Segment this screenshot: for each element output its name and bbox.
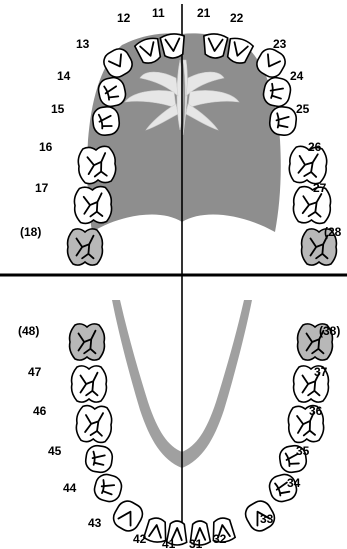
tooth-label-33: 33: [260, 512, 274, 526]
tooth-label-17: 17: [35, 181, 49, 195]
tooth-label-22: 22: [230, 11, 244, 25]
tooth-label-25: 25: [296, 102, 310, 116]
tooth-crown: [68, 229, 103, 265]
tooth-label-48: (48): [18, 324, 39, 338]
tooth-16[interactable]: [77, 146, 116, 185]
tooth-47[interactable]: [72, 366, 107, 402]
tooth-21[interactable]: [202, 33, 228, 59]
tooth-label-14: 14: [57, 69, 71, 83]
tooth-crown: [77, 146, 116, 185]
tooth-label-18: (18): [20, 225, 41, 239]
tooth-label-28: (28: [324, 225, 342, 239]
tooth-45[interactable]: [84, 444, 113, 473]
tooth-label-34: 34: [287, 476, 301, 490]
tooth-label-16: 16: [39, 140, 53, 154]
tooth-17[interactable]: [74, 186, 112, 224]
tooth-25[interactable]: [269, 106, 298, 137]
tooth-label-35: 35: [296, 444, 310, 458]
tooth-crown: [92, 106, 121, 137]
tooth-crown: [72, 366, 107, 402]
tooth-crown: [76, 405, 113, 443]
tooth-crown: [92, 472, 124, 504]
tooth-label-26: 26: [308, 140, 322, 154]
tooth-15[interactable]: [92, 106, 121, 137]
tooth-label-31: 31: [189, 537, 203, 549]
tooth-46[interactable]: [76, 405, 113, 443]
tooth-label-42: 42: [133, 532, 147, 546]
tooth-label-46: 46: [33, 404, 47, 418]
tooth-label-47: 47: [28, 365, 42, 379]
tooth-label-32: 32: [213, 532, 227, 546]
tooth-label-24: 24: [290, 69, 304, 83]
tooth-43[interactable]: [110, 497, 147, 534]
tooth-label-15: 15: [51, 102, 65, 116]
tooth-label-45: 45: [48, 444, 62, 458]
tooth-label-12: 12: [117, 11, 131, 25]
tooth-label-36: 36: [309, 404, 323, 418]
tooth-label-23: 23: [273, 37, 287, 51]
tooth-crown: [110, 497, 147, 534]
tooth-label-43: 43: [88, 516, 102, 530]
tooth-crown: [70, 324, 105, 360]
tooth-48[interactable]: [70, 324, 105, 360]
tooth-crown: [269, 106, 298, 137]
tooth-44[interactable]: [92, 472, 124, 504]
tooth-label-41: 41: [162, 537, 176, 549]
tooth-label-27: 27: [313, 181, 327, 195]
tooth-label-21: 21: [197, 6, 211, 20]
tooth-label-44: 44: [63, 481, 77, 495]
tooth-crown: [160, 33, 186, 59]
tooth-label-11: 11: [152, 6, 165, 20]
tooth-crown: [202, 33, 228, 59]
tooth-label-13: 13: [76, 37, 90, 51]
tooth-crown: [74, 186, 112, 224]
tooth-label-38: (38): [319, 324, 340, 338]
tooth-18[interactable]: [68, 229, 103, 265]
tooth-crown: [84, 444, 113, 473]
tooth-label-37: 37: [314, 365, 328, 379]
tooth-11[interactable]: [160, 33, 186, 59]
